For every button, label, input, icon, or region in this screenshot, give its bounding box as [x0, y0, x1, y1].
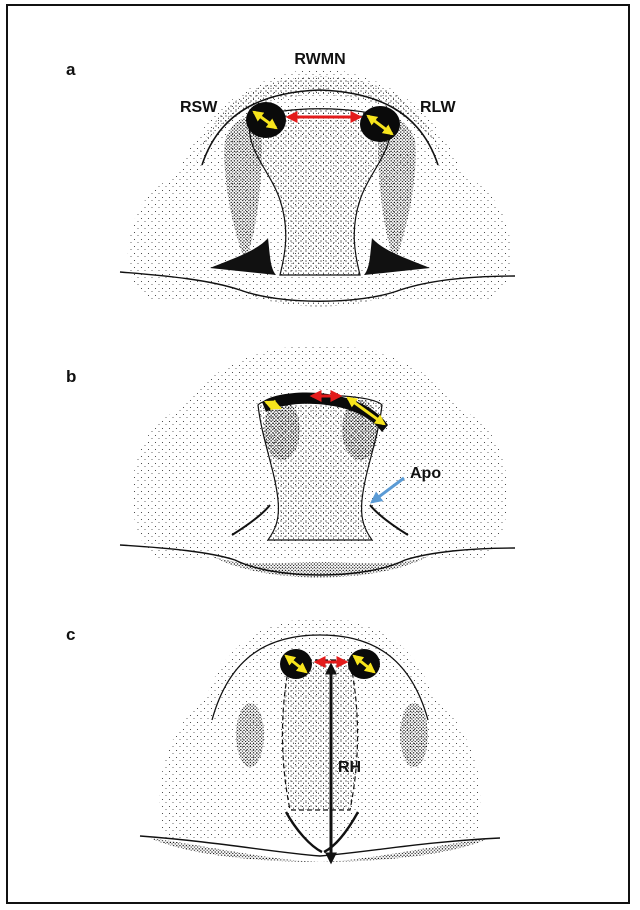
label-rh: RH: [338, 759, 361, 776]
label-rsw: RSW: [180, 99, 218, 116]
panel-c: c RH: [66, 618, 500, 862]
panel-b: b Apo: [66, 345, 515, 578]
panel-letter-c: c: [66, 625, 75, 644]
panel-c-left-blob: [236, 703, 264, 767]
label-apo: Apo: [410, 465, 441, 482]
panel-letter-b: b: [66, 367, 76, 386]
panel-a: a RWMN RSW: [66, 51, 515, 307]
panel-c-right-blob: [400, 703, 428, 767]
label-rwmn: RWMN: [294, 51, 345, 68]
panel-c-column: [282, 660, 357, 810]
panel-letter-a: a: [66, 60, 76, 79]
label-rlw: RLW: [420, 99, 456, 116]
